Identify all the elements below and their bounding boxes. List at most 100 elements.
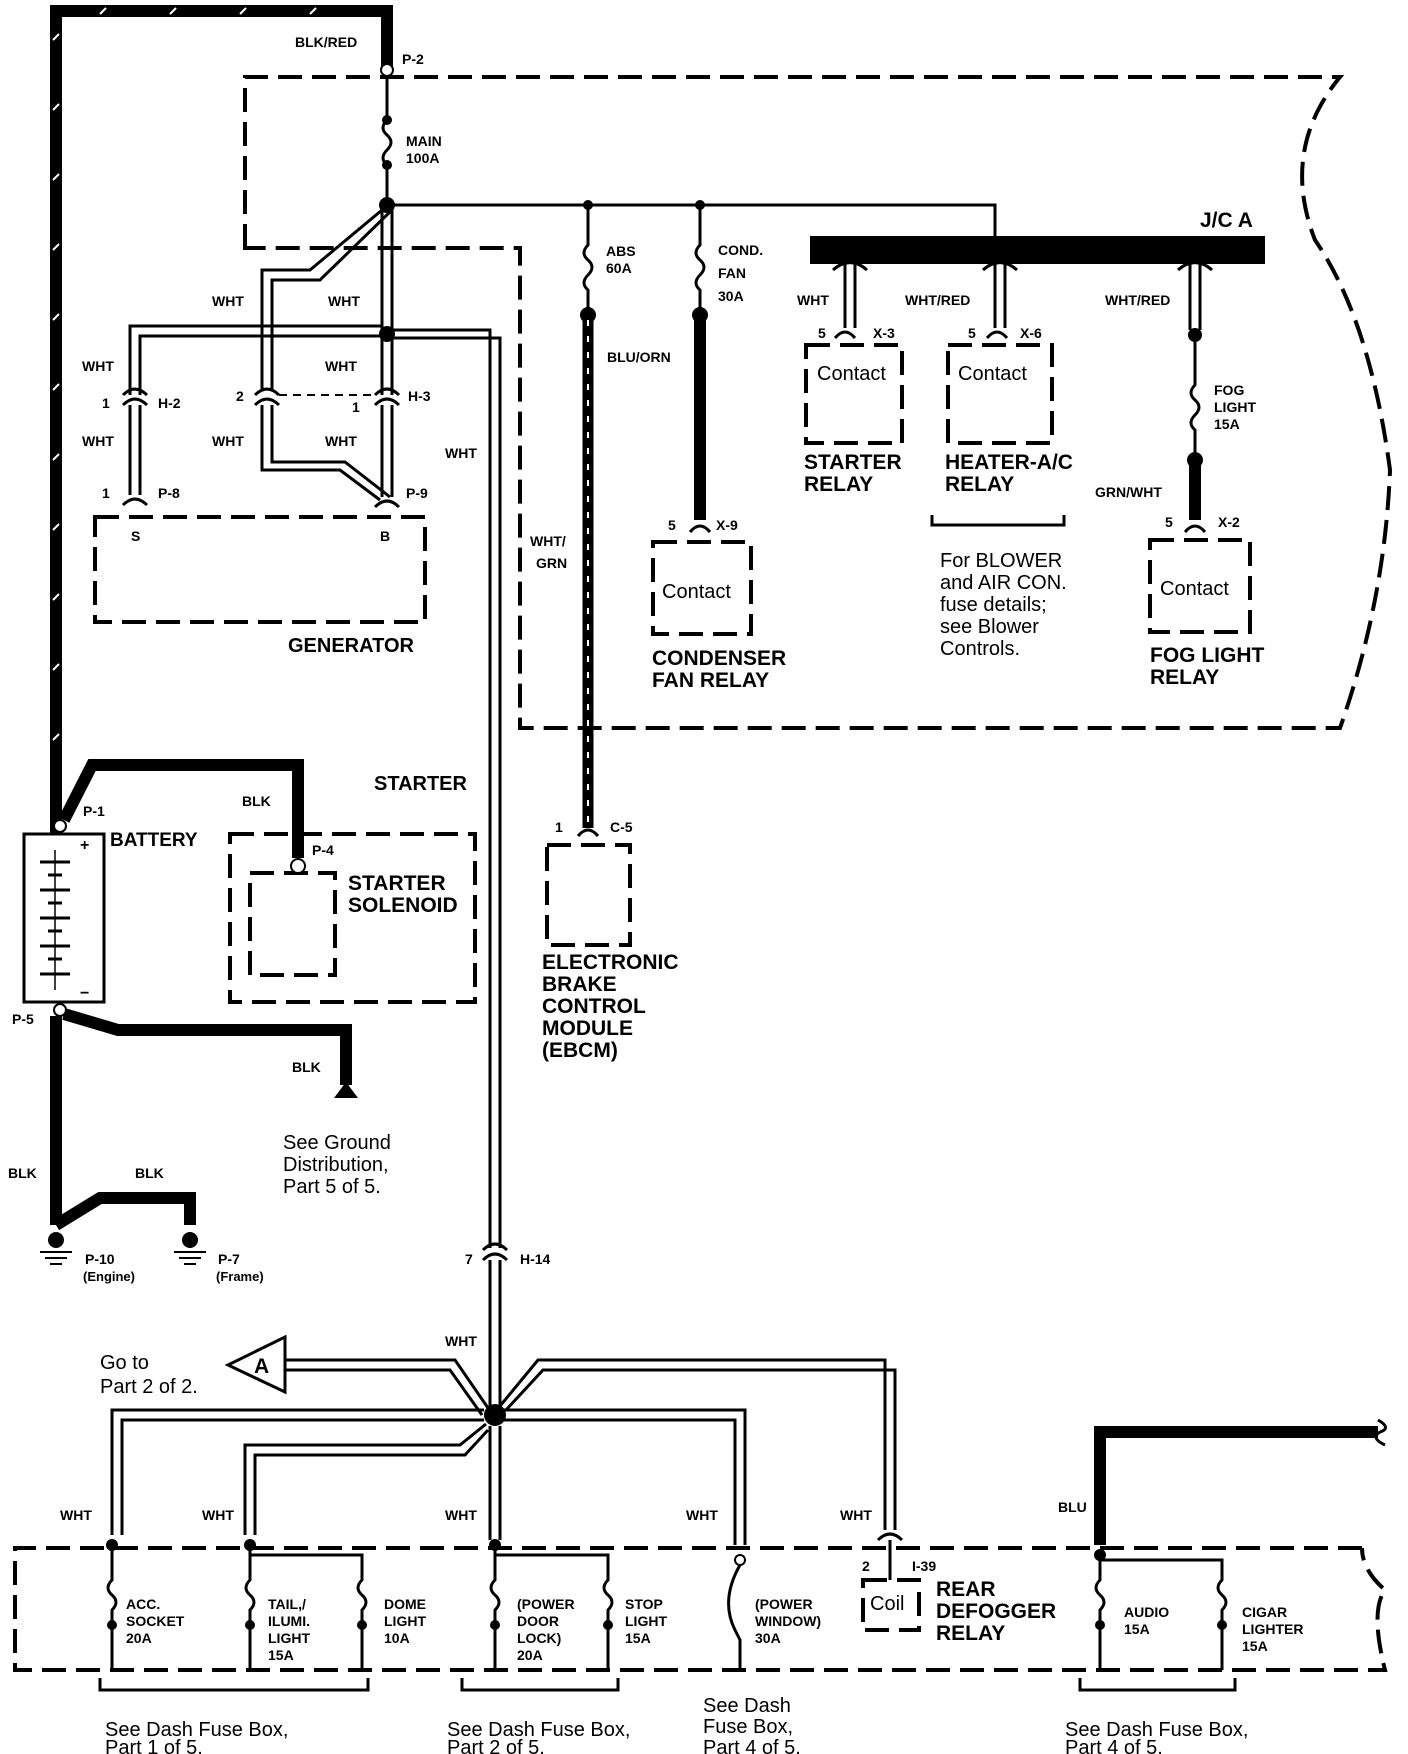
fuse-note: See Dash Fuse Box, — [1065, 1719, 1248, 1741]
cond-fuse-label-2: FAN — [718, 265, 746, 281]
starter-box — [228, 832, 477, 1004]
abs-fuse-rating: 60A — [606, 260, 632, 276]
blk-red-wire — [50, 5, 393, 834]
main-fuse-rating: 100A — [406, 150, 439, 166]
wire-label: GRN — [536, 555, 567, 571]
wire-label: WHT/RED — [1105, 292, 1170, 308]
fuse-note: Part 2 of 5. — [447, 1737, 545, 1754]
pin-label: 5 — [818, 325, 826, 341]
cond-fuse-rating: 30A — [718, 288, 744, 304]
dash-fuse-box-outline — [13, 1546, 1388, 1672]
pin-label: 5 — [668, 517, 676, 533]
fuse-note: Part 1 of 5. — [105, 1737, 203, 1754]
wht-to-acc-fuse — [110, 1408, 484, 1535]
fuse-note: Part 4 of 5. — [703, 1737, 801, 1754]
fuse-label: (POWER — [755, 1596, 813, 1612]
fog-relay-label-2: RELAY — [1150, 666, 1219, 689]
goto-note-2: Part 2 of 2. — [100, 1376, 198, 1398]
ground-note-1: See Ground — [283, 1132, 391, 1154]
wht-to-connector-a — [285, 1358, 490, 1416]
fuse-label: 15A — [625, 1630, 651, 1646]
fog-light-drop — [1177, 261, 1213, 534]
generator-box — [93, 515, 427, 624]
defogger-label-3: RELAY — [936, 1622, 1005, 1645]
blower-note-4: see Blower — [940, 616, 1039, 638]
wire-label: WHT — [325, 433, 357, 449]
bracket-blower — [930, 515, 1066, 527]
wire-label: WHT — [60, 1507, 92, 1523]
pin-label: 7 — [465, 1251, 473, 1267]
connector-label: P-7 — [218, 1251, 240, 1267]
fuse-note: Fuse Box, — [703, 1716, 793, 1738]
fuse-label: 20A — [517, 1647, 543, 1663]
blower-note-3: fuse details; — [940, 594, 1047, 616]
fuse-label: LOCK) — [517, 1630, 561, 1646]
wire-label: WHT — [445, 1507, 477, 1523]
connector-label: P-9 — [406, 485, 428, 501]
bracket-part4 — [1078, 1678, 1237, 1692]
wire-label: WHT — [212, 293, 244, 309]
fuse-note: See Dash Fuse Box, — [105, 1719, 288, 1741]
fuse-label: 15A — [1242, 1638, 1268, 1654]
wht-wire-gen-b — [380, 205, 394, 395]
x9-connector — [688, 524, 712, 534]
engine-label: (Engine) — [83, 1269, 135, 1284]
wire-label: WHT — [445, 445, 477, 461]
ebcm-label-1: ELECTRONIC — [542, 951, 679, 974]
pin-label: 1 — [352, 399, 360, 415]
pin-label: 1 — [102, 485, 110, 501]
fog-relay-box — [1148, 538, 1252, 634]
wht-to-defogger — [498, 1358, 897, 1530]
starter-relay-box — [804, 343, 904, 445]
fuse-note: See Dash Fuse Box, — [447, 1719, 630, 1741]
blk-starter-cable — [58, 759, 304, 858]
wht-wire-to-b — [260, 405, 391, 502]
connector-label: X-2 — [1218, 514, 1240, 530]
fuse-label: LIGHT — [268, 1630, 310, 1646]
goto-note-1: Go to — [100, 1352, 149, 1374]
wht-to-tail-fuse — [243, 1422, 490, 1535]
bracket-part1 — [98, 1678, 370, 1692]
condenser-relay-box — [651, 540, 753, 636]
wht-wire-main-down — [392, 328, 502, 1248]
blu-wire — [1094, 1426, 1378, 1545]
heater-relay-box — [946, 343, 1054, 445]
wire-label: WHT — [445, 1333, 477, 1349]
connector-a-label: A — [254, 1355, 269, 1378]
contact-label: Contact — [662, 581, 731, 603]
p9-connector — [373, 499, 401, 509]
p4-terminal — [290, 858, 306, 874]
wire-label: BLK — [292, 1059, 321, 1075]
audio-fuse — [1094, 1549, 1106, 1670]
fuse-label: LIGHT — [625, 1613, 667, 1629]
ebcm-label-4: MODULE — [542, 1017, 633, 1040]
fuse-label: ACC. — [126, 1596, 160, 1612]
pin-label: 1 — [555, 819, 563, 835]
connector-label: P-2 — [402, 51, 424, 67]
connector-label: C-5 — [610, 819, 633, 835]
solenoid-label-2: SOLENOID — [348, 894, 458, 917]
power-window-breaker — [727, 1554, 746, 1670]
engine-ground-symbol — [40, 1232, 72, 1265]
wire-label: BLK — [8, 1165, 37, 1181]
condenser-relay-label-1: CONDENSER — [652, 647, 786, 670]
ebcm-label-2: BRAKE — [542, 973, 617, 996]
condenser-relay-label-2: FAN RELAY — [652, 669, 769, 692]
jca-bus-bar — [810, 236, 1265, 264]
fuse-label: LIGHT — [384, 1613, 426, 1629]
fuse-label: LIGHTER — [1242, 1621, 1303, 1637]
connector-label: P-8 — [158, 485, 180, 501]
cigar-lighter-fuse — [1100, 1558, 1228, 1670]
heater-relay-drop — [982, 261, 1018, 340]
fog-fuse-rating: 15A — [1214, 416, 1240, 432]
ebcm-box — [545, 843, 632, 947]
fuse-label: DOME — [384, 1596, 426, 1612]
solenoid-label-1: STARTER — [348, 872, 446, 895]
defogger-label-1: REAR — [936, 1578, 996, 1601]
fog-fuse-label-2: LIGHT — [1214, 399, 1256, 415]
p8-connector — [121, 497, 149, 507]
connector-label: X-6 — [1020, 325, 1042, 341]
ebcm-label-5: (EBCM) — [542, 1039, 618, 1062]
fuse-label: CIGAR — [1242, 1604, 1287, 1620]
